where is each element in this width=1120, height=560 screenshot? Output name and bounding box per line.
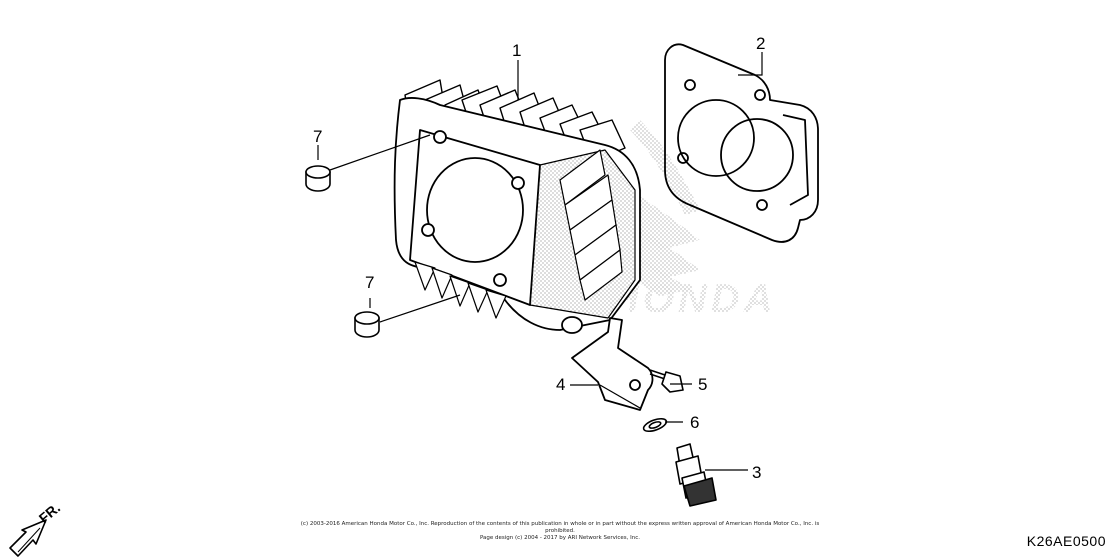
callout-2[interactable]: 2 <box>756 34 765 53</box>
gasket-part[interactable] <box>664 43 819 243</box>
callout-7-upper[interactable]: 7 <box>313 127 322 146</box>
callout-7-lower[interactable]: 7 <box>365 273 374 292</box>
callout-1[interactable]: 1 <box>512 41 521 60</box>
front-arrow: FR. <box>9 500 63 557</box>
dowel-pin-lower[interactable] <box>354 311 380 338</box>
callout-3[interactable]: 3 <box>752 463 761 482</box>
copyright-notice: (c) 2003-2016 American Honda Motor Co., … <box>300 521 820 542</box>
diagram-code: K26AE0500 <box>1026 533 1106 549</box>
cylinder-bottom-fins <box>414 261 507 319</box>
dowel-pin-upper[interactable] <box>305 165 331 192</box>
callout-labels: 1 2 3 4 5 6 7 7 <box>313 34 765 482</box>
copyright-line-2: Page design (c) 2004 - 2017 by ARI Netwo… <box>479 535 641 541</box>
bolt-part[interactable] <box>649 369 684 393</box>
cylinder-side-fins <box>559 149 623 301</box>
sensor-part[interactable] <box>675 443 717 507</box>
copyright-line-1: (c) 2003-2016 American Honda Motor Co., … <box>300 521 820 534</box>
washer-part[interactable] <box>642 416 668 434</box>
front-arrow-icon <box>9 519 47 557</box>
bracket-part[interactable] <box>571 317 654 411</box>
cylinder-part[interactable] <box>393 79 641 334</box>
callout-5[interactable]: 5 <box>698 375 707 394</box>
callout-6[interactable]: 6 <box>690 413 699 432</box>
callout-4[interactable]: 4 <box>556 375 565 394</box>
leader-lines <box>317 52 763 471</box>
